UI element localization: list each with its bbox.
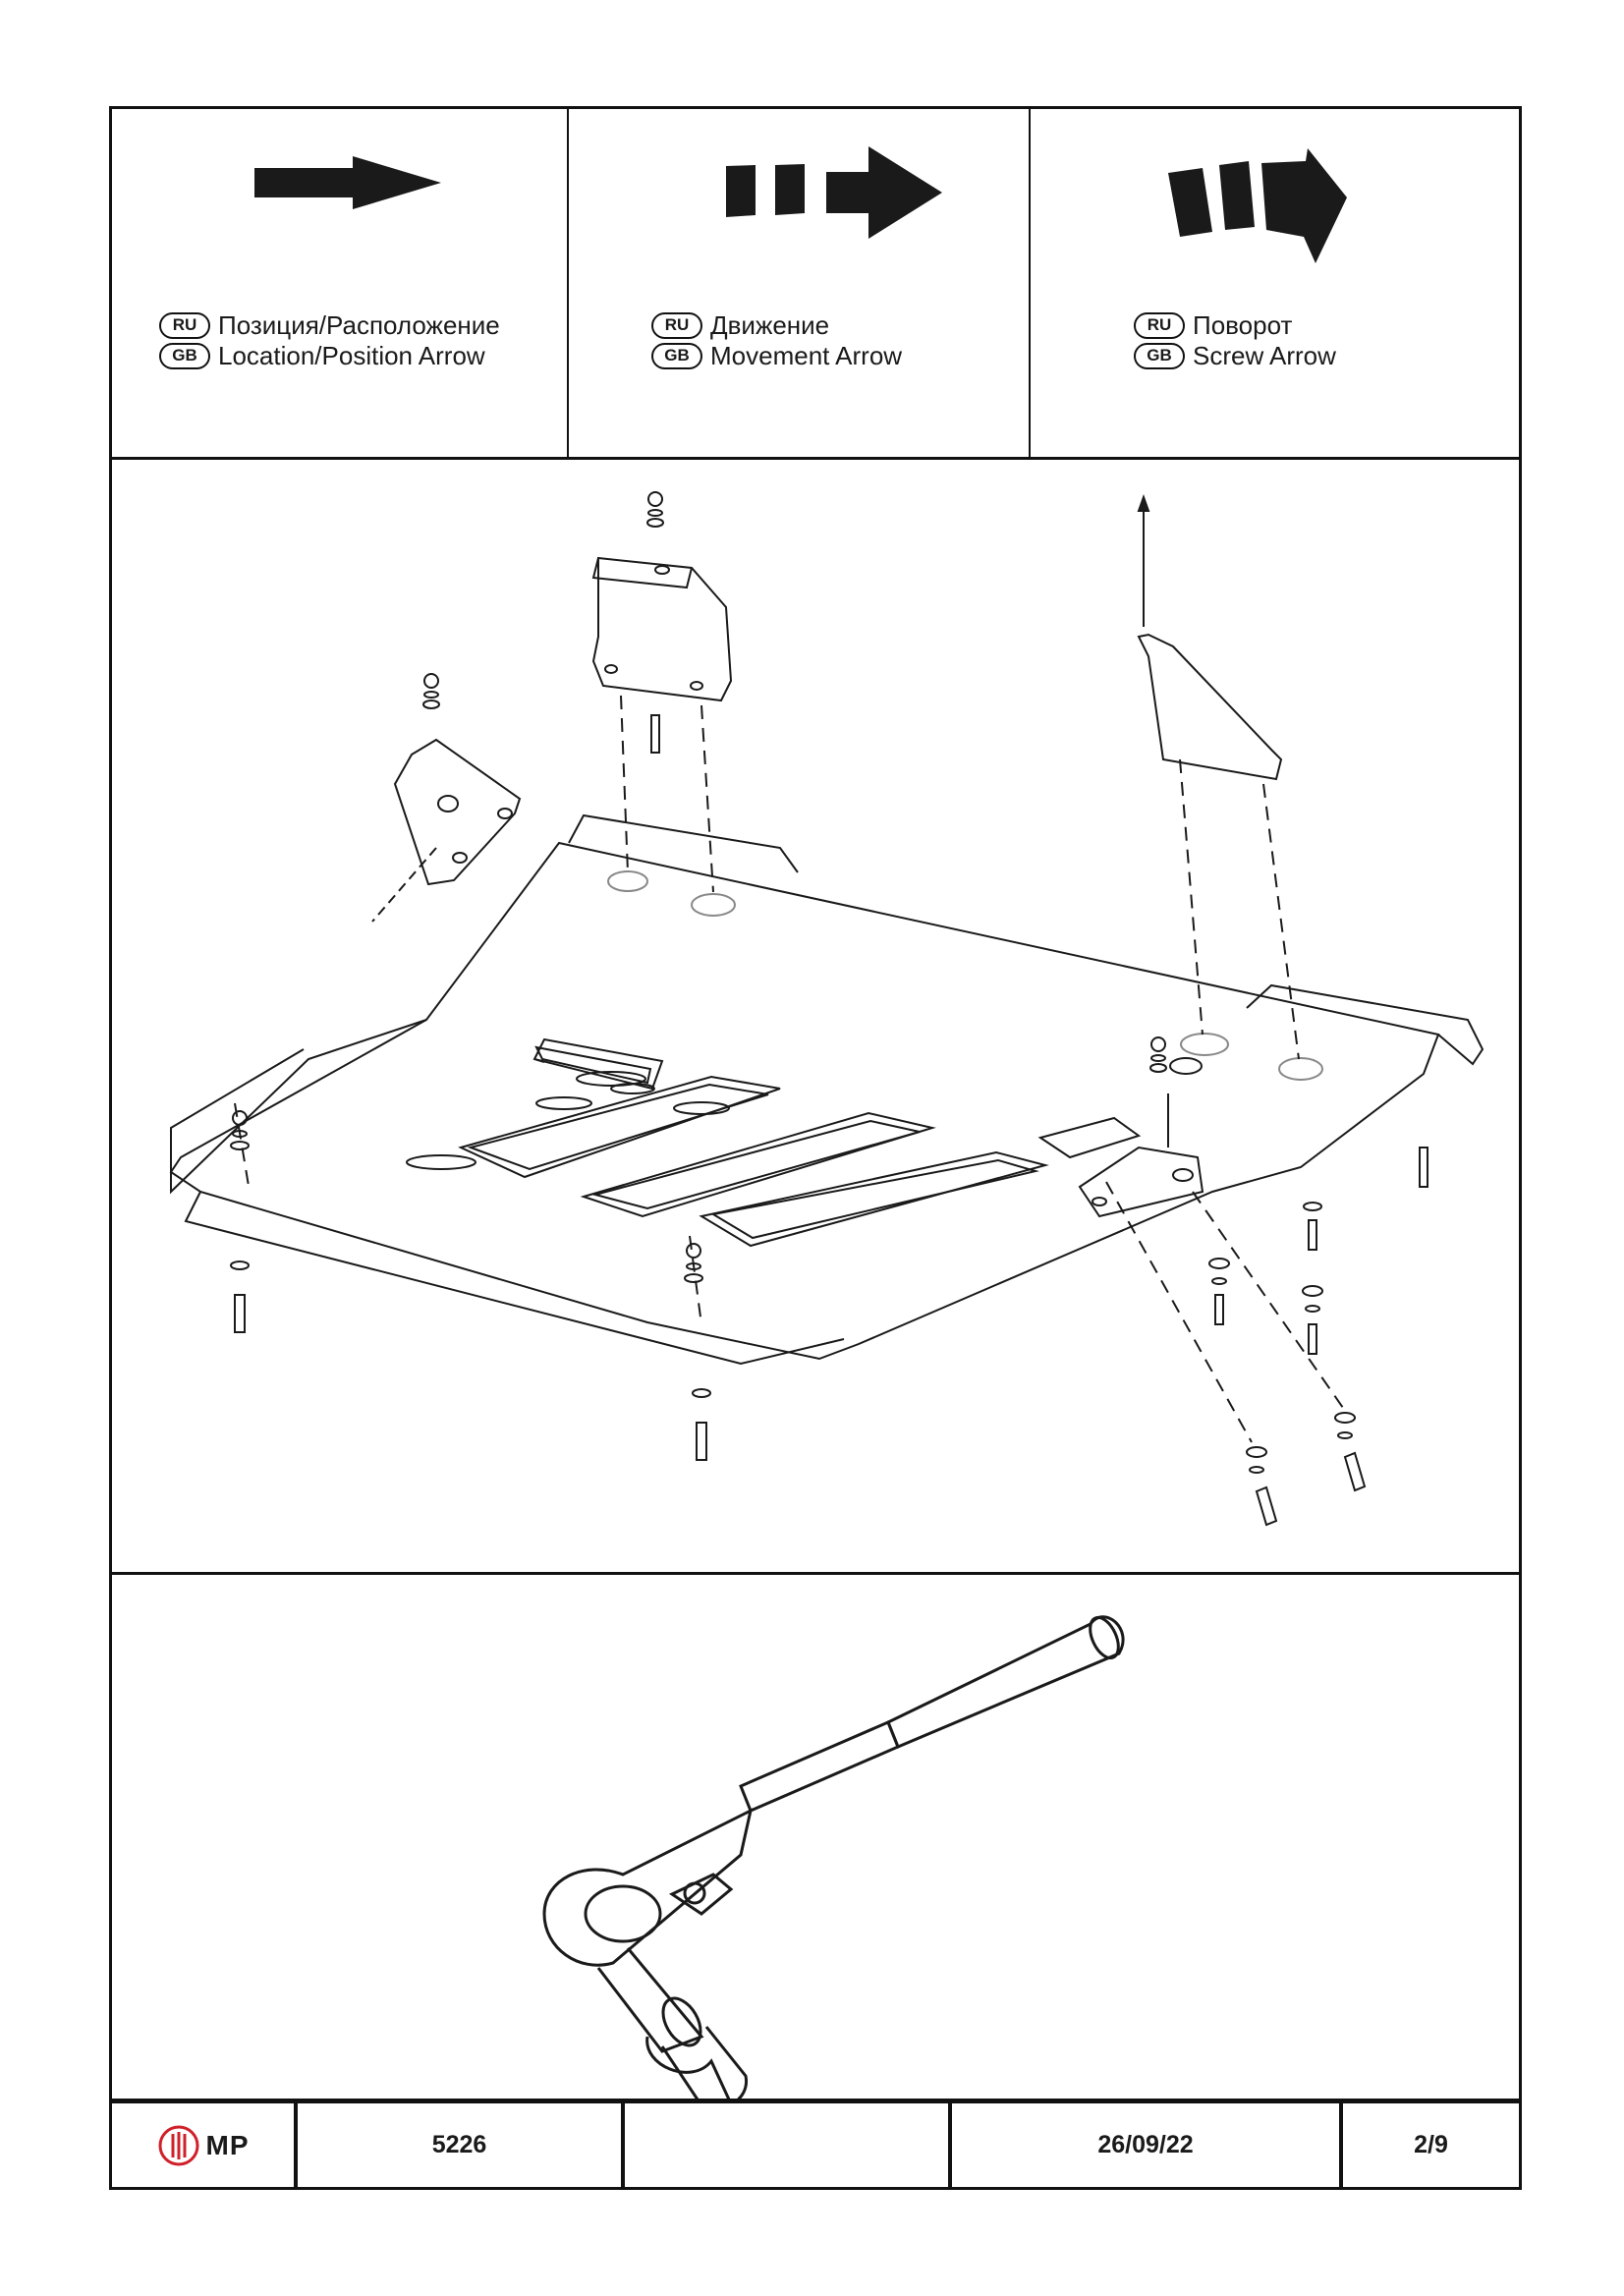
title-block: MP 5226 26/09/22 2/9 bbox=[112, 2099, 1519, 2187]
right-bracket bbox=[1137, 494, 1283, 781]
dashed-arrow-icon bbox=[726, 146, 942, 239]
ru-badge: RU bbox=[1134, 312, 1185, 339]
fasteners bbox=[230, 491, 1428, 1527]
mount-holes bbox=[607, 870, 1323, 1081]
legend-cell-location: RU Позиция/Расположение GB Location/Positi… bbox=[112, 109, 567, 457]
arrow-legend: RU Позиция/Расположение GB Location/Positi… bbox=[112, 109, 1519, 460]
logo-text: MP bbox=[205, 2129, 250, 2160]
ratchet-wrench-icon bbox=[542, 1615, 1125, 2099]
tool-panel bbox=[112, 1575, 1519, 2099]
gb-badge: GB bbox=[1134, 343, 1185, 369]
skid-plate-drawing bbox=[169, 491, 1484, 1527]
legend-gb-text: Screw Arrow bbox=[1193, 341, 1336, 370]
assembly-diagram bbox=[112, 460, 1519, 1575]
legend-cell-screw: RU Поворот GB Screw Arrow bbox=[1029, 109, 1519, 457]
ru-badge: RU bbox=[651, 312, 702, 339]
top-bracket bbox=[591, 556, 733, 702]
blank-cell bbox=[621, 2103, 948, 2187]
front-bracket bbox=[1078, 1093, 1204, 1218]
legend-gb-text: Movement Arrow bbox=[710, 341, 903, 370]
curved-arrow-icon bbox=[1168, 148, 1347, 263]
legend-ru-text: Движение bbox=[710, 310, 830, 340]
legend-cell-movement: RU Движение GB Movement Arrow bbox=[567, 109, 1029, 457]
drawing-date: 26/09/22 bbox=[948, 2103, 1339, 2187]
legend-ru-text: Позиция/Расположение bbox=[218, 310, 500, 340]
mp-logo-icon bbox=[158, 2125, 198, 2165]
instruction-page-frame: RU Позиция/Расположение GB Location/Positi… bbox=[109, 106, 1522, 2190]
legend-ru-text: Поворот bbox=[1193, 310, 1293, 340]
solid-arrow-icon bbox=[254, 156, 441, 209]
skid-plate bbox=[169, 813, 1484, 1366]
ru-badge: RU bbox=[159, 312, 210, 339]
legend-gb-text: Location/Position Arrow bbox=[218, 341, 485, 370]
page-number: 2/9 bbox=[1339, 2103, 1519, 2187]
gb-badge: GB bbox=[651, 343, 702, 369]
movement-lines bbox=[234, 695, 1344, 1443]
part-number: 5226 bbox=[294, 2103, 621, 2187]
gb-badge: GB bbox=[159, 343, 210, 369]
left-bracket bbox=[371, 738, 522, 923]
brand-logo: MP bbox=[112, 2103, 294, 2187]
